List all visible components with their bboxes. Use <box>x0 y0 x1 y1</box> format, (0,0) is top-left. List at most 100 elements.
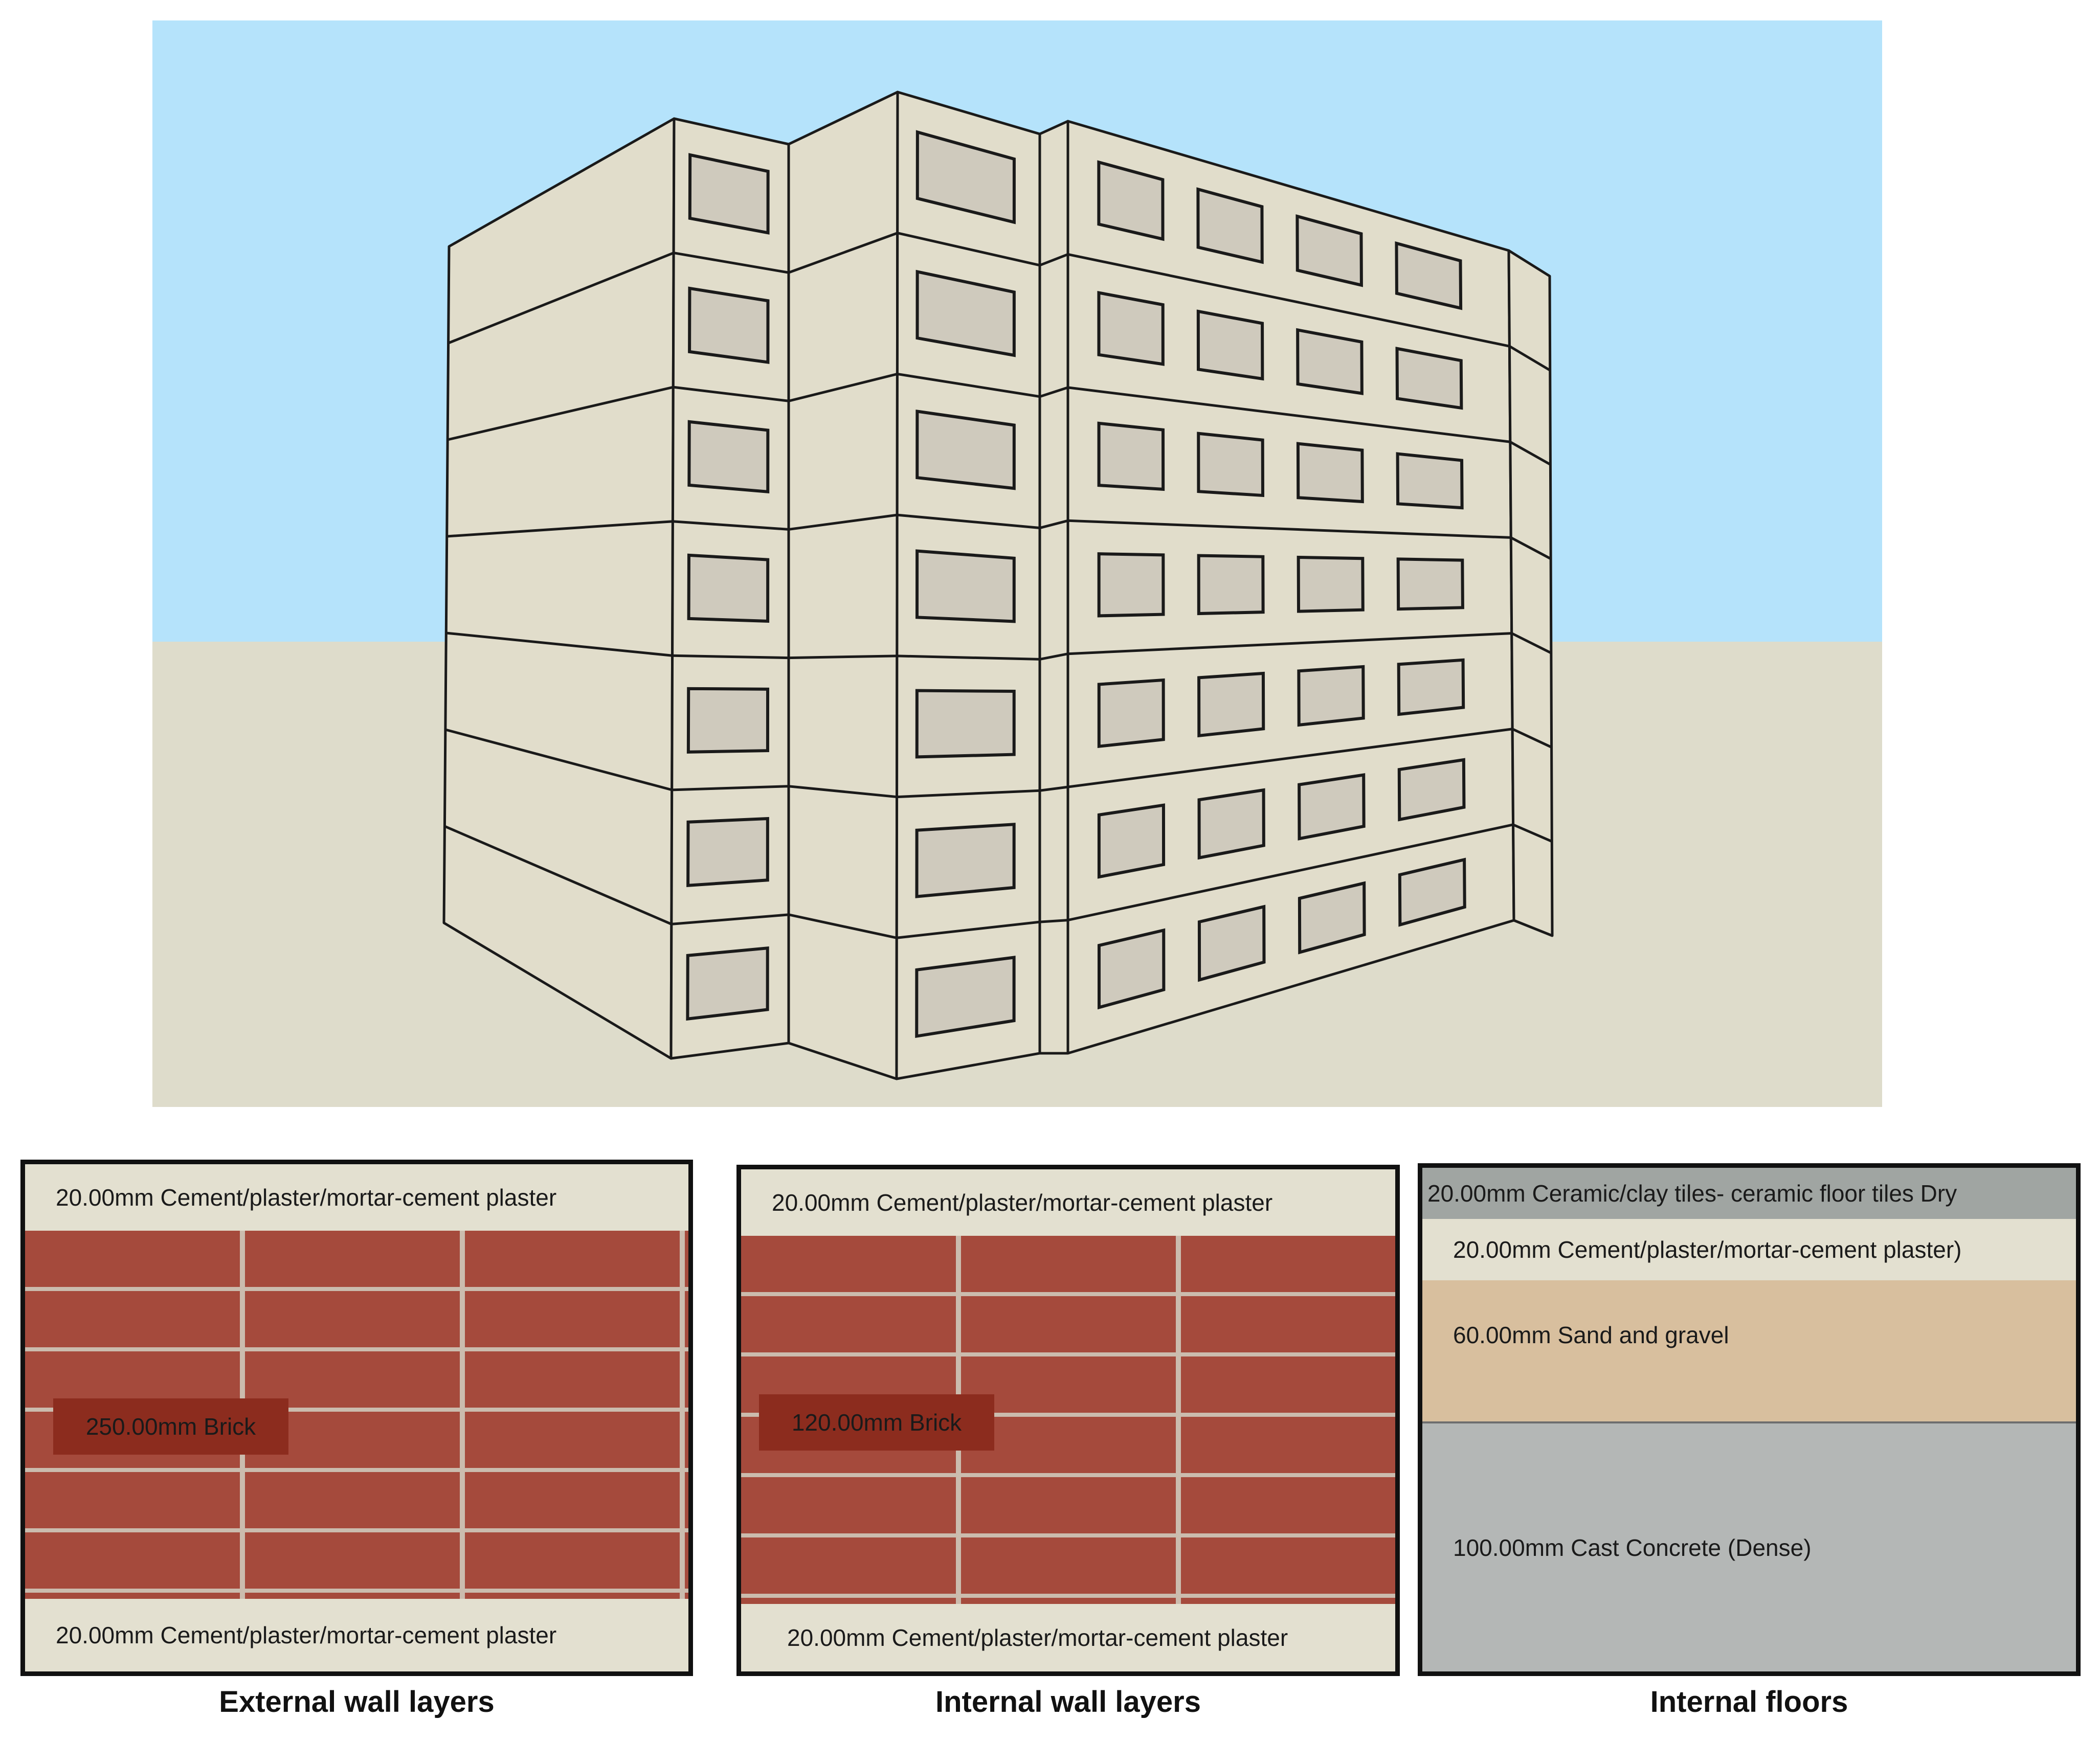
window <box>1197 554 1265 616</box>
window <box>1298 881 1366 955</box>
floor-line <box>1039 519 1068 529</box>
floor-line <box>1510 536 1552 560</box>
floor-tiles-layer: 20.00mm Ceramic/clay tiles- ceramic floo… <box>1422 1168 2076 1219</box>
external-brick-label: 250.00mm Brick <box>85 1413 256 1440</box>
floor-line <box>447 386 674 441</box>
left-wing-side <box>442 117 676 1060</box>
floor-line <box>1512 728 1552 749</box>
internal-top-plaster-layer: 20.00mm Cement/plaster/mortar-cement pla… <box>741 1169 1395 1236</box>
external-brick-tag: 250.00mm Brick <box>53 1398 288 1455</box>
floor-line <box>1067 519 1511 539</box>
floor-line <box>1067 728 1513 788</box>
window <box>1097 290 1165 366</box>
external-top-plaster-label: 20.00mm Cement/plaster/mortar-cement pla… <box>56 1184 557 1211</box>
window <box>688 153 770 235</box>
floor-line <box>897 654 1040 661</box>
window <box>1196 309 1264 381</box>
floor-plaster-label: 20.00mm Cement/plaster/mortar-cement pla… <box>1453 1236 1962 1263</box>
floor-line <box>446 520 673 538</box>
floor-line <box>1067 253 1510 348</box>
floor-concrete-layer: 100.00mm Cast Concrete (Dense) <box>1422 1423 2076 1671</box>
floor-line <box>897 920 1040 939</box>
floor-line <box>788 232 898 274</box>
floor-line <box>673 386 789 402</box>
window <box>1196 187 1264 264</box>
window <box>1295 214 1363 287</box>
window <box>1298 773 1366 841</box>
window <box>1297 665 1365 727</box>
window <box>1197 904 1266 982</box>
floor-line <box>673 252 789 274</box>
internal-bottom-plaster-layer: 20.00mm Cement/plaster/mortar-cement pla… <box>741 1604 1395 1671</box>
right-end <box>1507 249 1554 937</box>
window <box>1097 552 1165 618</box>
window <box>1296 328 1364 395</box>
window <box>915 689 1016 759</box>
internal-brick-tag: 120.00mm Brick <box>759 1394 994 1451</box>
internal-top-plaster-label: 20.00mm Cement/plaster/mortar-cement pla… <box>772 1189 1273 1216</box>
window <box>1395 241 1463 310</box>
internal-wall-caption: Internal wall layers <box>935 1685 1201 1718</box>
floor-line <box>1067 632 1512 655</box>
window <box>1097 421 1165 491</box>
floor-line <box>1067 386 1511 443</box>
window <box>1197 671 1265 738</box>
floor-concrete-label: 100.00mm Cast Concrete (Dense) <box>1453 1534 1812 1561</box>
floor-line <box>897 513 1040 530</box>
window <box>686 946 769 1021</box>
windows <box>686 130 1466 1038</box>
internal-floor-caption: Internal floors <box>1650 1685 1848 1718</box>
window <box>1396 557 1464 611</box>
internal-brick-label: 120.00mm Brick <box>791 1409 962 1436</box>
internal-floor-panel: 20.00mm Ceramic/clay tiles- ceramic floo… <box>1418 1163 2081 1676</box>
window <box>1197 432 1264 497</box>
floor-line <box>1039 386 1068 398</box>
window <box>687 553 770 623</box>
floor-line <box>788 513 898 531</box>
internal-brick-layer <box>741 1236 1395 1604</box>
window <box>688 286 770 364</box>
floor-line <box>897 789 1040 799</box>
window <box>915 130 1016 224</box>
floor-line <box>897 372 1040 398</box>
floor-line <box>1039 253 1068 267</box>
floor-line <box>1509 345 1551 372</box>
window <box>915 269 1016 357</box>
window <box>1097 928 1166 1010</box>
floor-sand-layer: 60.00mm Sand and gravel <box>1422 1280 2076 1423</box>
window <box>1296 442 1364 504</box>
window <box>1398 857 1466 927</box>
floor-line <box>672 654 789 660</box>
internal-bottom-plaster-label: 20.00mm Cement/plaster/mortar-cement pla… <box>787 1624 1288 1651</box>
floor-line <box>788 913 897 939</box>
floor-line <box>671 913 789 925</box>
floor-line <box>673 520 789 531</box>
window <box>1097 803 1166 879</box>
window <box>1396 452 1464 510</box>
window <box>1397 658 1465 716</box>
floor-line <box>1067 823 1514 922</box>
building-render <box>152 20 1882 1107</box>
external-top-plaster-layer: 20.00mm Cement/plaster/mortar-cement pla… <box>25 1164 688 1231</box>
window <box>1297 555 1365 613</box>
window <box>1097 160 1165 241</box>
floor-line <box>672 785 789 791</box>
floor-line <box>1039 919 1068 923</box>
floor-line <box>788 373 898 402</box>
window <box>1097 678 1165 749</box>
window <box>687 420 770 493</box>
floor-line <box>788 785 897 799</box>
floor-sand-label: 60.00mm Sand and gravel <box>1453 1322 1729 1348</box>
window <box>686 687 770 754</box>
window <box>915 956 1016 1038</box>
floor-line <box>1512 823 1553 843</box>
floor-line <box>897 232 1040 267</box>
floor-line <box>1039 652 1068 661</box>
internal-wall-panel: 20.00mm Cement/plaster/mortar-cement pla… <box>736 1165 1400 1676</box>
floor-line <box>444 825 672 925</box>
floor-line <box>788 654 897 660</box>
window <box>1395 347 1463 410</box>
window <box>1197 788 1265 860</box>
external-wall-caption: External wall layers <box>219 1685 495 1718</box>
window <box>686 817 769 887</box>
